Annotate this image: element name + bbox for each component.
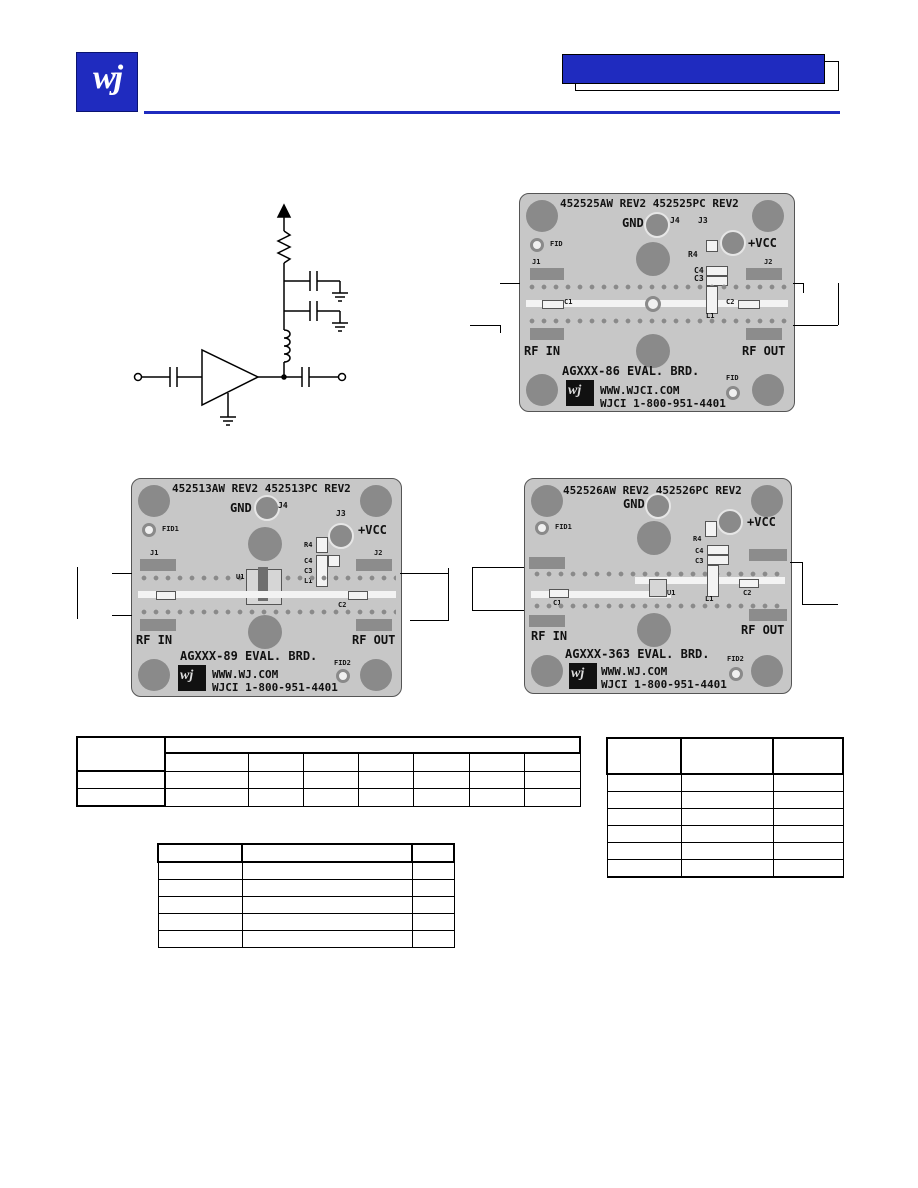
rf-in-label: RF IN xyxy=(531,629,568,643)
gnd-label: GND xyxy=(230,501,252,515)
fiducial-mark xyxy=(142,523,156,537)
bill-of-materials-table xyxy=(157,843,455,948)
board-options-table xyxy=(606,737,844,878)
gnd-connector xyxy=(644,212,670,238)
vcc-label: +VCC xyxy=(747,515,776,529)
board-phone: WJCI 1-800-951-4401 xyxy=(600,397,726,410)
logo-text: wj xyxy=(92,59,123,96)
board-website: WWW.WJ.COM xyxy=(601,665,668,678)
rf-out-label: RF OUT xyxy=(741,623,785,637)
vcc-label: +VCC xyxy=(748,236,777,250)
fiducial-mark xyxy=(530,238,544,252)
rf-in-label: RF IN xyxy=(524,344,561,358)
wj-logo-icon: wj xyxy=(569,663,597,689)
vcc-connector xyxy=(328,523,354,549)
eval-board-89: 452513AW REV2 452513PC REV2 GND J4 J3 +V… xyxy=(131,478,402,697)
fiducial-mark xyxy=(535,521,549,535)
rf-in-label: RF IN xyxy=(136,633,173,647)
header-title-box xyxy=(562,54,825,84)
company-logo: wj xyxy=(76,52,138,112)
board-name: AGXXX-363 EVAL. BRD. xyxy=(565,647,710,661)
inductor-symbol xyxy=(283,329,291,363)
eval-board-363: 452526AW REV2 452526PC REV2 GND +VCC FID… xyxy=(524,478,792,694)
board-part-number: 452525AW REV2 452525PC REV2 xyxy=(560,197,739,210)
values-table xyxy=(76,735,581,807)
board-name: AGXXX-86 EVAL. BRD. xyxy=(562,364,700,378)
board-part-number: 452526AW REV2 452526PC REV2 xyxy=(563,484,742,497)
vcc-connector xyxy=(720,230,746,256)
fiducial-mark xyxy=(336,669,350,683)
wj-logo-icon: wj xyxy=(178,665,206,691)
board-name: AGXXX-89 EVAL. BRD. xyxy=(180,649,318,663)
rf-out-label: RF OUT xyxy=(742,344,786,358)
board-phone: WJCI 1-800-951-4401 xyxy=(601,678,727,691)
gnd-label: GND xyxy=(622,216,644,230)
application-schematic xyxy=(133,203,348,426)
device-footprint xyxy=(645,296,661,312)
amplifier-symbol xyxy=(201,348,260,407)
resistor-symbol xyxy=(276,230,292,264)
vcc-connector xyxy=(717,509,743,535)
fiducial-mark xyxy=(726,386,740,400)
gnd-connector xyxy=(254,495,280,521)
gnd-connector xyxy=(645,493,671,519)
rf-out-label: RF OUT xyxy=(352,633,396,647)
rf-input-terminal xyxy=(133,372,143,382)
eval-board-86: 452525AW REV2 452525PC REV2 GND J4 J3 +V… xyxy=(519,193,795,412)
vcc-label: +VCC xyxy=(358,523,387,537)
board-phone: WJCI 1-800-951-4401 xyxy=(212,681,338,694)
fiducial-mark xyxy=(729,667,743,681)
board-website: WWW.WJ.COM xyxy=(212,668,279,681)
board-part-number: 452513AW REV2 452513PC REV2 xyxy=(172,482,351,495)
header-rule xyxy=(144,111,840,114)
rf-output-terminal xyxy=(337,372,347,382)
board-website: WWW.WJCI.COM xyxy=(600,384,680,397)
gnd-label: GND xyxy=(623,497,645,511)
supply-arrow-icon xyxy=(276,203,292,218)
wj-logo-icon: wj xyxy=(566,380,594,406)
